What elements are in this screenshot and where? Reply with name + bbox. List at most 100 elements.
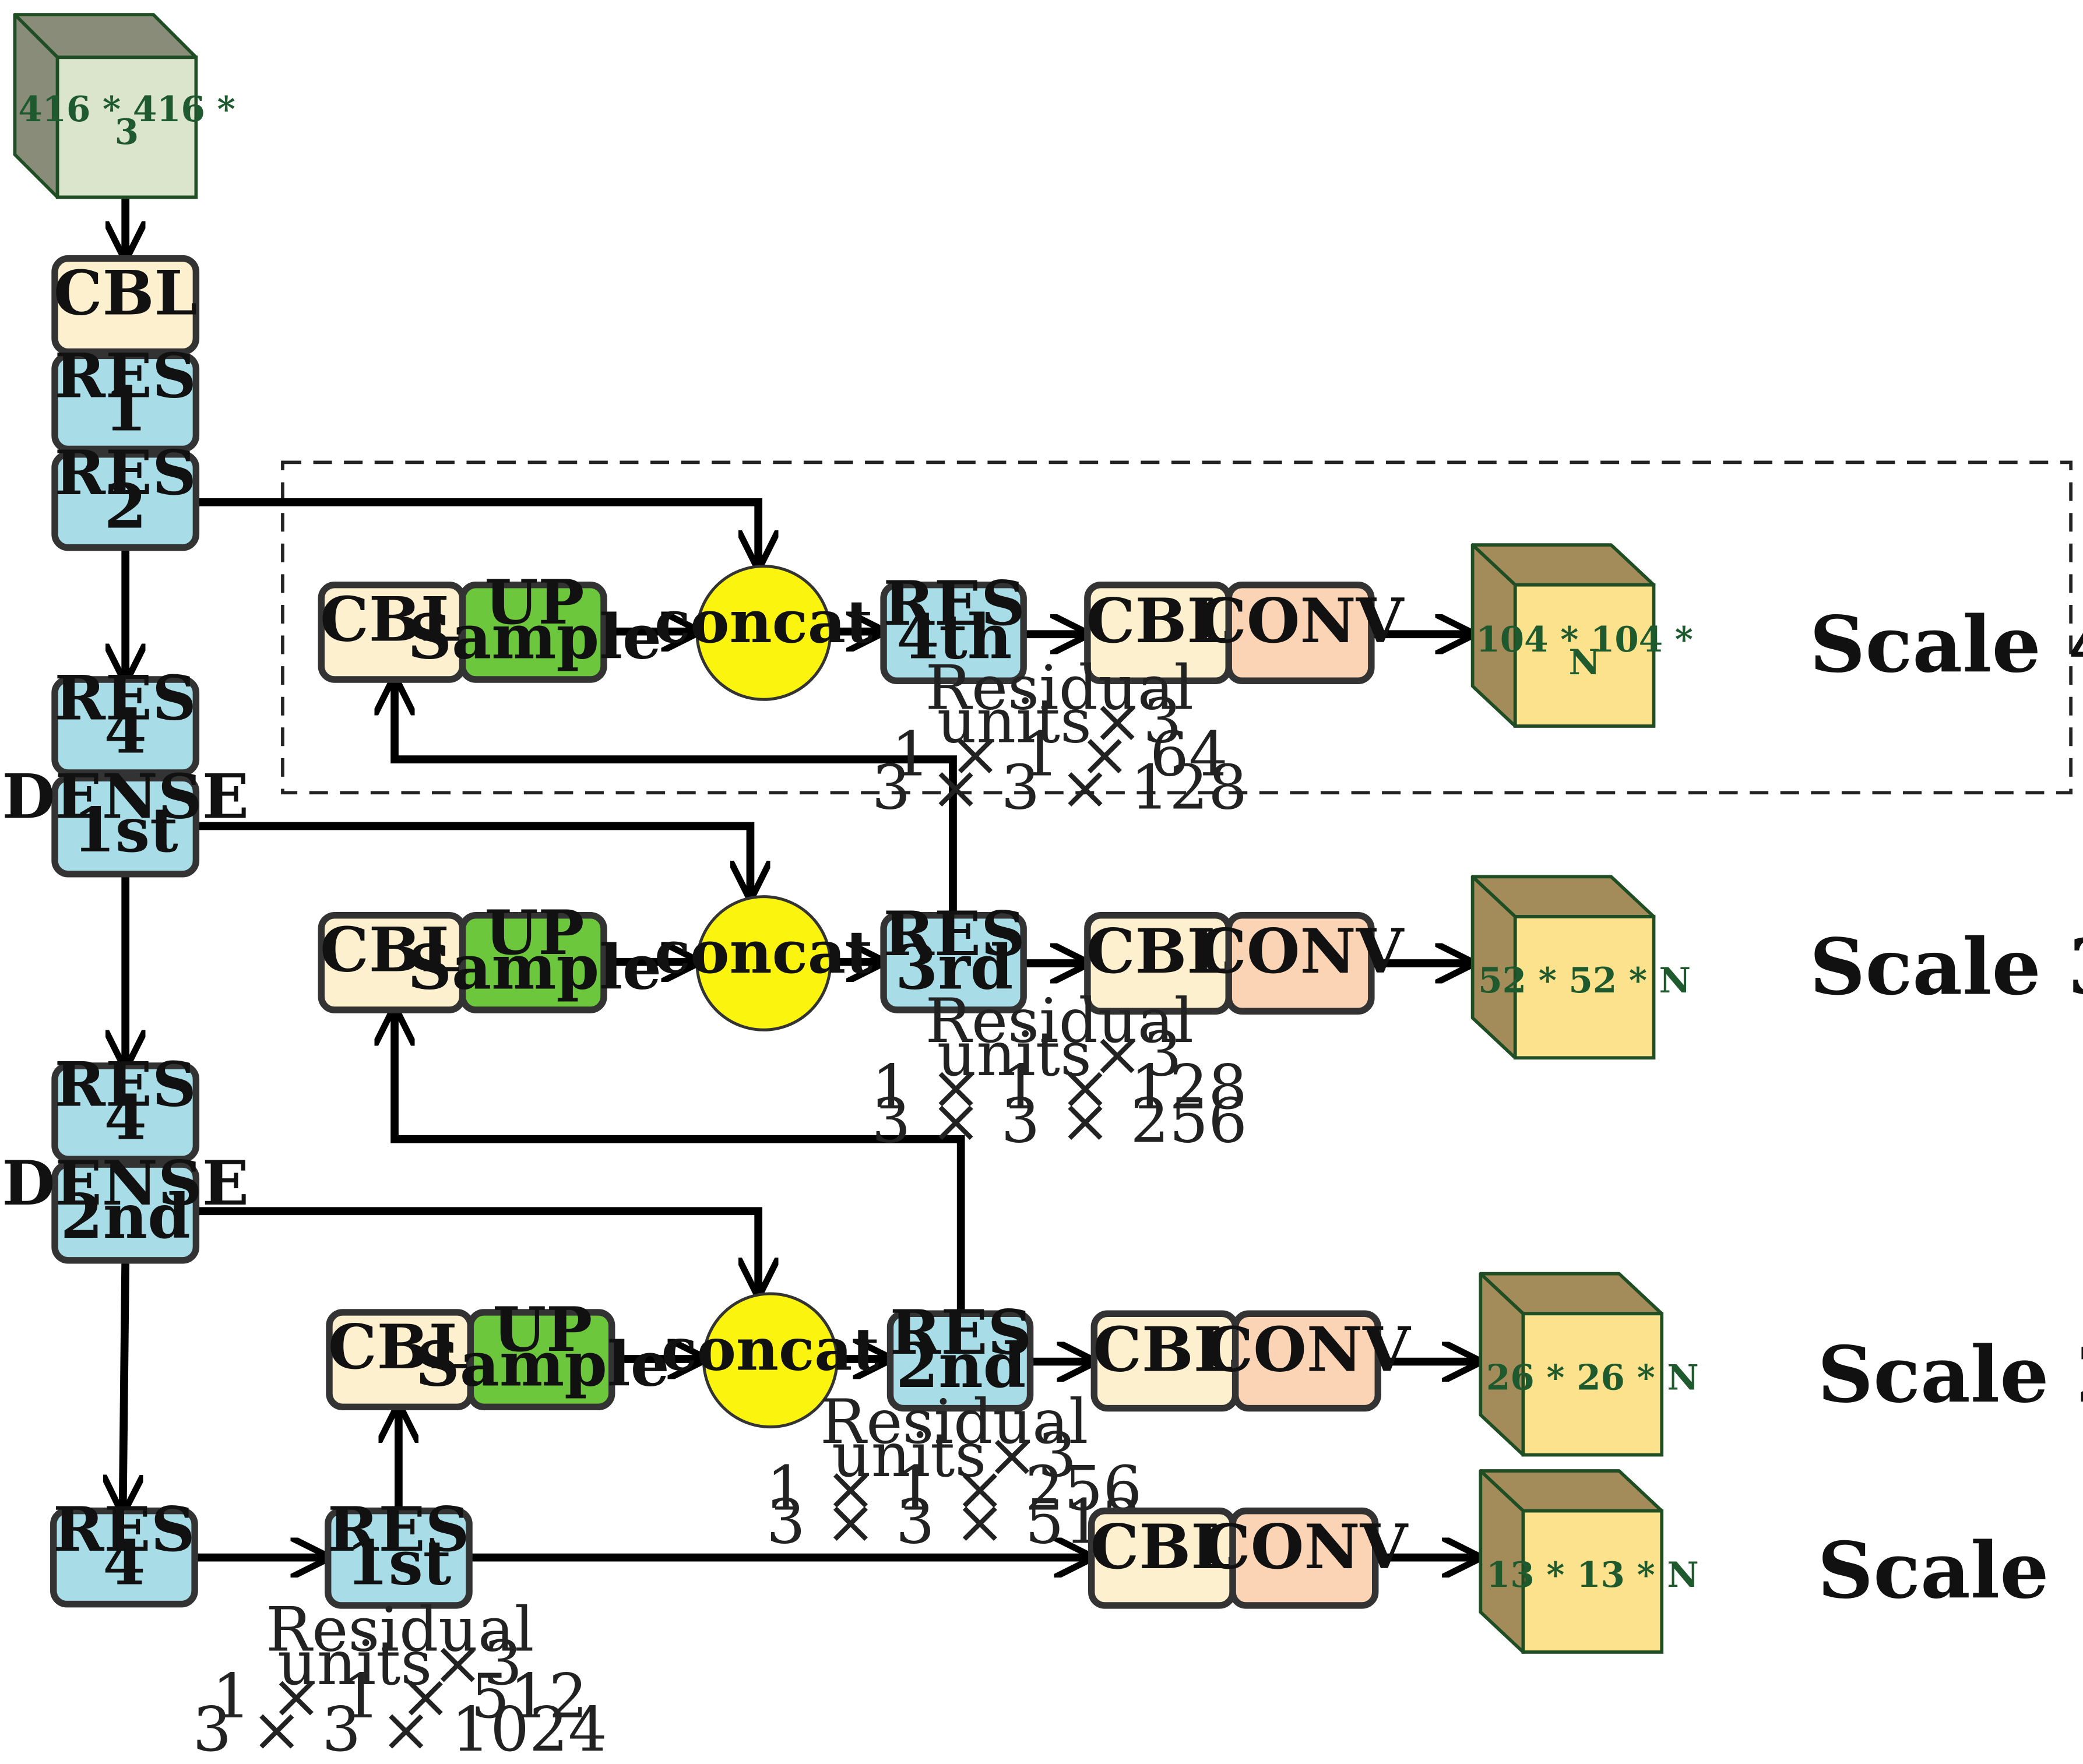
backbone-res4-b: RES 4 (51, 1048, 200, 1163)
backbone-res4-b-box (51, 1062, 200, 1163)
scale2-label: Scale 2 (1817, 1329, 2083, 1420)
scale2-upsample-line1: UP (492, 1293, 592, 1365)
scale3-res-line2: 3rd (895, 931, 1013, 1003)
scale2-note-line4: 3 × 3 × 512 (766, 1485, 1142, 1557)
backbone-dense1-box (51, 774, 200, 878)
input-size-line1: 416 * 416 * (18, 89, 235, 130)
backbone-dense2-line1: DENSE (2, 1147, 249, 1219)
scale4-label: Scale 4 (1810, 599, 2083, 690)
scale2-head-cbl-label: CBL (1093, 1314, 1237, 1386)
input-cube: 416 * 416 * 3 (13, 13, 235, 199)
backbone-res2-line2: 2 (104, 470, 147, 542)
scale2-upsample-line2: Sample (416, 1328, 670, 1400)
scale4-head-cbl-label: CBL (1086, 585, 1230, 657)
scale3-concat-node (695, 895, 832, 1031)
scale3-note-line2: units×3 (937, 1018, 1182, 1090)
scale3-note-line3: 1 × 1 × 128 (872, 1051, 1247, 1123)
scale3-concat-label: concat (655, 918, 872, 987)
scale4-upsample-line1: UP (485, 566, 585, 638)
backbone-dense2: DENSE 2nd (2, 1147, 249, 1264)
scale4-output-front (1513, 583, 1656, 728)
backbone-res1: RES 1 (51, 339, 200, 453)
scale4-note-line1: Residual (926, 652, 1194, 723)
scale4-note-line2: units×3 (937, 685, 1182, 756)
scale1-conv-label: CONV (1202, 1511, 1409, 1583)
scale3-head-cbl-label: CBL (1086, 915, 1230, 987)
scale3-upsample-box (459, 911, 607, 1013)
backbone-res4-b-line2: 4 (104, 1082, 147, 1154)
scale3-output-front (1513, 915, 1656, 1060)
scale4-branch: CBL UP Sample concat RES 4th CBL CONV Re… (318, 543, 2083, 823)
scale4-res-line1: RES (884, 567, 1025, 639)
scale2-res-line2: 2nd (896, 1329, 1026, 1402)
scale2-res-line1: RES (890, 1296, 1032, 1368)
backbone-res4-c-line2: 4 (103, 1526, 145, 1598)
scale2-upsample-box (467, 1309, 615, 1410)
scale1-res-line2: 1st (346, 1526, 451, 1598)
scale4-conv-label: CONV (1198, 585, 1405, 657)
scale4-note-line4: 3 × 3 × 128 (872, 752, 1247, 823)
scale4-upsample-box (459, 581, 607, 683)
scale3-conv-label: CONV (1198, 915, 1405, 987)
scale2-output-line1: 26 * 26 * N (1486, 1358, 1699, 1399)
scale3-conv-box (1225, 911, 1375, 1015)
backbone-res4-c: RES 4 (50, 1493, 198, 1608)
backbone-res4-a-box (51, 676, 200, 776)
scale3-upsample-line2: Sample (407, 931, 662, 1003)
scale3-label: Scale 3 (1810, 922, 2083, 1013)
backbone-res2: RES 2 (51, 436, 200, 551)
backbone-res1-line1: RES (54, 339, 196, 411)
scale2-note-line1: Residual (820, 1386, 1088, 1457)
scale4-region (281, 460, 2073, 795)
backbone-res4-a-line2: 4 (104, 695, 147, 767)
scale4-conv-box (1225, 581, 1375, 684)
scale3-branch: CBL UP Sample concat RES 3rd CBL CONV Re… (318, 875, 2083, 1156)
scale1-conv-box (1229, 1507, 1379, 1609)
scale1-res-box (324, 1507, 473, 1609)
backbone-res4-a-line1: RES (54, 662, 196, 734)
scale2-conv-label: CONV (1205, 1314, 1412, 1386)
backbone-res4-c-box (50, 1507, 198, 1608)
scale3-note-line4: 3 × 3 × 256 (872, 1085, 1247, 1156)
scale2-output-front (1521, 1312, 1664, 1457)
backbone-dense2-box (51, 1161, 200, 1264)
backbone-dense1-line1: DENSE (2, 760, 249, 833)
backbone-dense1-line2: 1st (73, 794, 178, 866)
scale2-note-line3: 1 × 1 × 256 (766, 1452, 1142, 1524)
backbone-dense1: DENSE 1st (2, 760, 249, 878)
backbone-cbl-label: CBL (54, 257, 198, 329)
input-cube-front (55, 55, 198, 199)
scale1-note-line4: 3 × 3 × 1024 (192, 1693, 607, 1764)
scale1-note-line2: units×3 (277, 1627, 522, 1699)
scale3-res-box (880, 911, 1027, 1013)
scale4-cbl-label: CBL (320, 583, 464, 656)
scale4-note-line3: 1 × 1 × 64 (891, 719, 1228, 790)
backbone-res4-b-line1: RES (54, 1048, 196, 1121)
scale3-output-line1: 52 * 52 * N (1478, 960, 1691, 1001)
backbone-res1-box (51, 352, 200, 453)
scale3-res-line1: RES (884, 897, 1025, 970)
connections (123, 197, 1478, 1557)
scale2-output-cube: 26 * 26 * N (1479, 1272, 1699, 1457)
backbone-res2-line1: RES (54, 436, 196, 509)
scale2-branch: CBL UP Sample concat RES 2nd CBL CONV Re… (326, 1272, 2083, 1557)
backbone-cbl-box (51, 255, 200, 355)
input-size-line2: 3 (115, 112, 139, 153)
scale2-conv-box (1231, 1310, 1381, 1412)
scale3-cbl-label: CBL (320, 914, 464, 986)
scale4-res-line2: 4th (896, 600, 1012, 672)
scale1-output-line1: 13 * 13 * N (1486, 1555, 1699, 1596)
scale2-concat-label: concat (662, 1315, 879, 1383)
backbone-res4-c-line1: RES (53, 1493, 195, 1565)
scale3-note-line1: Residual (926, 985, 1194, 1057)
scale4-concat-label: concat (655, 587, 872, 656)
scale1-label: Scale 1 (1817, 1525, 2083, 1616)
backbone-res2-box (51, 450, 200, 551)
backbone-res4-a: RES 4 (51, 662, 200, 776)
scale1-output-front (1521, 1509, 1664, 1654)
scale2-cbl-label: CBL (328, 1311, 472, 1383)
scale4-res-box (880, 581, 1027, 684)
scale1-res-line1: RES (328, 1493, 469, 1565)
scale4-output-line1: 104 * 104 * (1476, 619, 1693, 660)
scale2-note-line2: units×3 (832, 1419, 1076, 1491)
